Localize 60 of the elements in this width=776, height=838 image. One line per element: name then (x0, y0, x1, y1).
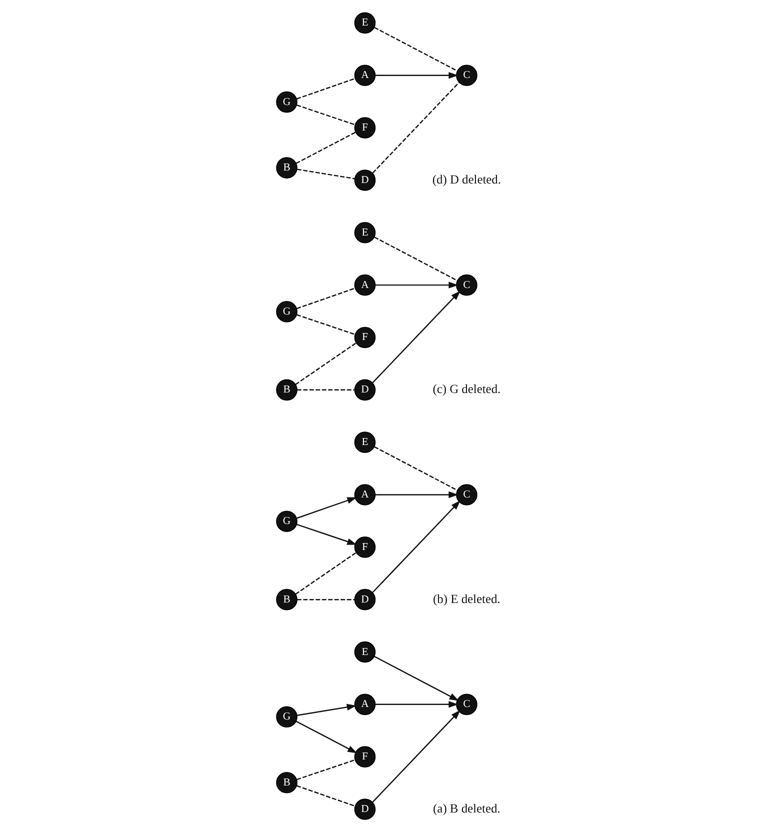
node-circle: B (276, 588, 297, 610)
node-circle: F (354, 326, 376, 348)
connector (294, 342, 356, 385)
arrow (372, 710, 460, 802)
label: (a) B deleted. (432, 802, 500, 816)
node-circle: F (354, 536, 376, 558)
node-circle: A (354, 694, 376, 716)
node-circle: F (354, 117, 376, 138)
arrow (374, 656, 458, 701)
node-circle: D (354, 588, 376, 610)
connector (296, 314, 355, 336)
arrow (372, 290, 460, 384)
arrow (296, 524, 356, 545)
node-circle: D (354, 379, 376, 401)
arrow (374, 282, 458, 288)
arrow (374, 701, 458, 708)
node-circle: C (456, 64, 477, 86)
node-circle: C (456, 484, 477, 506)
connector (296, 389, 354, 391)
connector (372, 82, 460, 174)
node-circle: B (276, 772, 297, 794)
node-circle: A (354, 484, 376, 506)
node-circle: G (276, 510, 297, 532)
connector (295, 132, 356, 164)
arrow (374, 72, 458, 79)
node-circle: A (354, 64, 376, 86)
arrow (295, 720, 357, 754)
connector (296, 598, 354, 600)
connector (374, 236, 458, 282)
node-circle: E (354, 432, 376, 453)
connector (296, 168, 354, 180)
connector (296, 288, 355, 310)
arrow (296, 497, 356, 519)
label: (b) E deleted. (432, 592, 500, 606)
connector (296, 78, 355, 100)
connector (374, 26, 458, 72)
arrow (372, 500, 460, 593)
arrow (374, 491, 458, 498)
arrow (296, 704, 356, 716)
node-circle: A (354, 274, 376, 296)
connector (296, 785, 355, 807)
node-circle: C (456, 694, 477, 716)
node-circle: G (276, 706, 297, 728)
node-circle: E (354, 12, 376, 34)
connector (296, 104, 355, 126)
connector (374, 446, 458, 491)
node-circle: D (354, 170, 376, 191)
node-circle: E (354, 641, 376, 663)
node-circle: G (276, 91, 297, 113)
node-circle: E (354, 222, 376, 244)
label: (c) G deleted. (432, 382, 500, 396)
node-circle: F (354, 746, 376, 768)
node-circle: B (276, 379, 297, 401)
node-circle: D (354, 798, 376, 820)
node-circle: C (456, 274, 477, 296)
connector (296, 759, 355, 780)
node-circle: B (276, 157, 297, 178)
connector (294, 552, 356, 595)
label: (d) D deleted. (432, 172, 501, 187)
node-circle: G (276, 301, 297, 322)
